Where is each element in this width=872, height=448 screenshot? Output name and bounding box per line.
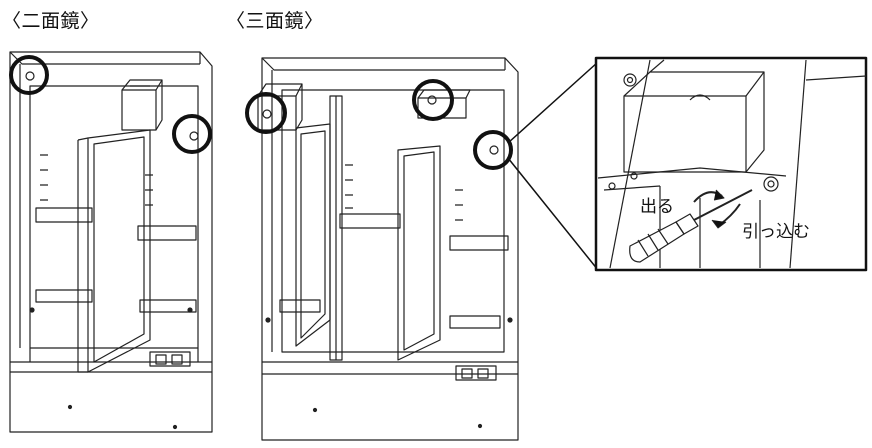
- screw-highlight-circle: [412, 79, 454, 121]
- label-three-sided-mirror: 〈三面鏡〉: [226, 10, 324, 32]
- callout-in-label: 引っ込む: [742, 222, 810, 242]
- callout-out-label: 出る: [640, 197, 674, 217]
- screw-highlight-circle: [9, 55, 49, 95]
- screw-highlight-circle: [172, 114, 212, 154]
- three-sided-cabinet: [257, 57, 519, 441]
- detail-callout: [594, 56, 868, 272]
- two-sided-cabinet: [9, 51, 213, 433]
- screw-highlight-circle: [473, 130, 513, 170]
- label-two-sided-mirror: 〈二面鏡〉: [2, 10, 100, 32]
- callout-connector-line: [507, 157, 599, 271]
- callout-connector-line: [507, 61, 599, 144]
- screw-highlight-circle: [245, 92, 287, 134]
